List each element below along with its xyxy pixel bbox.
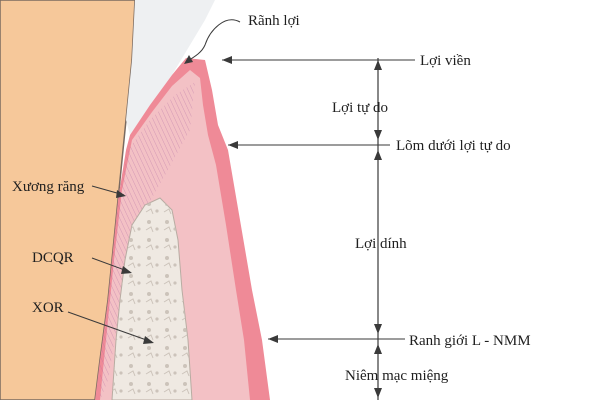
label-loi-vien: Lợi viền bbox=[420, 53, 471, 69]
measure-arrow-2b bbox=[374, 344, 382, 354]
label-lom-duoi: Lõm dưới lợi tự do bbox=[396, 138, 511, 154]
measure-arrow-1b bbox=[374, 150, 382, 160]
gingival-sulcus-gap bbox=[126, 0, 215, 135]
arrow-ranh-loi bbox=[184, 55, 193, 64]
arrow-ranh-gioi bbox=[268, 335, 278, 343]
label-loi-dinh: Lợi dính bbox=[355, 236, 407, 252]
arrow-loi-vien bbox=[222, 56, 232, 64]
arrow-xor bbox=[143, 336, 154, 344]
alveolar-bone-texture bbox=[112, 198, 192, 400]
label-dcqr: DCQR bbox=[32, 250, 74, 266]
arrow-lom-duoi bbox=[228, 141, 238, 149]
arrow-dcqr bbox=[121, 266, 132, 274]
label-niem-mac: Niêm mạc miệng bbox=[345, 368, 449, 384]
measure-arrow-top bbox=[374, 60, 382, 70]
label-loi-tu-do: Lợi tự do bbox=[332, 100, 388, 116]
measure-arrow-2a bbox=[374, 324, 382, 334]
label-xor: XOR bbox=[32, 300, 64, 316]
label-xuong-rang: Xương răng bbox=[12, 179, 85, 195]
periodontal-fibers bbox=[100, 82, 195, 400]
measure-arrow-bottom bbox=[374, 388, 382, 398]
measure-arrow-1a bbox=[374, 130, 382, 140]
label-ranh-loi: Rãnh lợi bbox=[248, 13, 300, 29]
label-ranh-gioi: Ranh giới L - NMM bbox=[409, 333, 531, 349]
leader-ranh-loi bbox=[185, 19, 241, 63]
leader-xor bbox=[67, 311, 153, 343]
arrow-xuong-rang bbox=[116, 190, 126, 198]
